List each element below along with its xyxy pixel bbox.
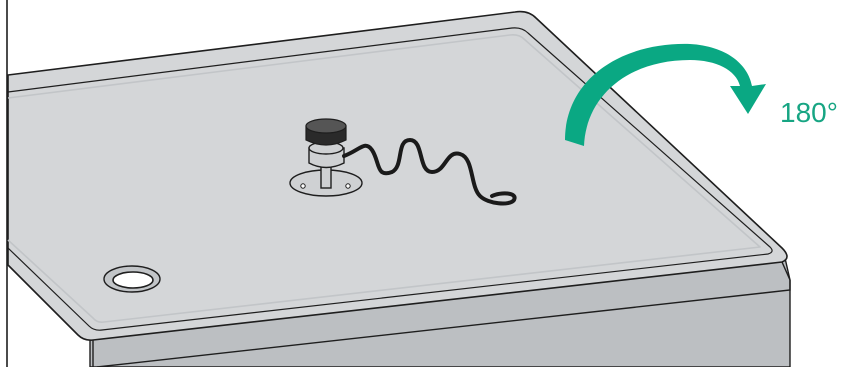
rotation-label: 180°	[780, 96, 838, 130]
drain-hole-icon	[104, 266, 160, 292]
